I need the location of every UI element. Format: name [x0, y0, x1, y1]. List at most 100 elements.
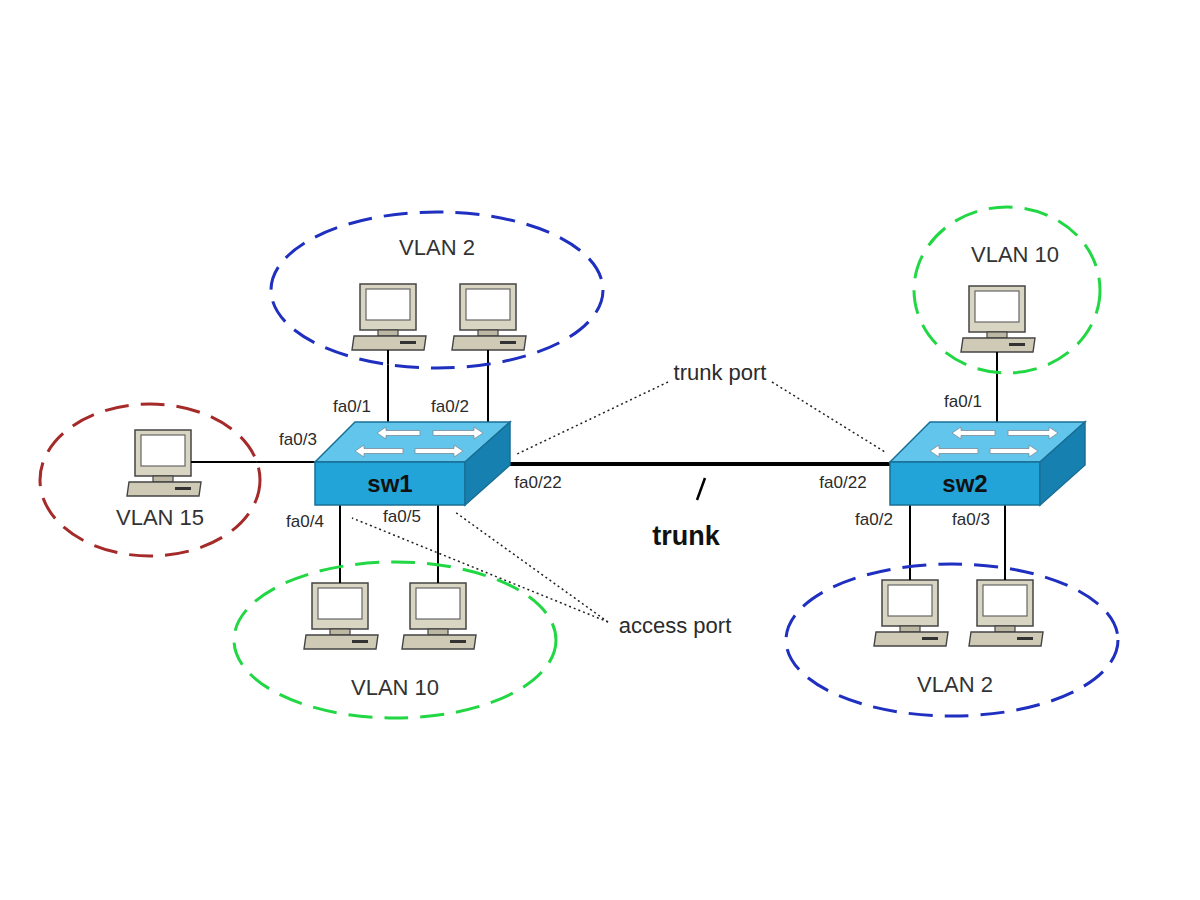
monitor-stand — [995, 626, 1015, 632]
vlan-group: VLAN 2 — [784, 562, 1120, 718]
monitor — [410, 583, 466, 629]
vlan-outline — [786, 564, 1118, 716]
switch-arrow — [355, 445, 403, 457]
cable-stub — [909, 566, 911, 580]
access-cable — [1004, 505, 1006, 568]
drive-slot — [1009, 343, 1025, 346]
computer-base — [874, 632, 948, 646]
cable-stub — [437, 565, 439, 583]
computer-icon — [127, 430, 201, 496]
switch-arrow — [433, 427, 483, 439]
port-label: fa0/1 — [333, 397, 371, 417]
network-switch: sw1 — [315, 420, 510, 507]
screen — [888, 585, 932, 616]
vlan-ellipse — [912, 205, 1102, 375]
monitor — [460, 284, 516, 330]
monitor-stand — [428, 629, 448, 635]
computer-base — [969, 632, 1043, 646]
vlan-name: VLAN 10 — [351, 675, 439, 700]
switch-arrow — [990, 445, 1038, 457]
leader-line — [772, 382, 885, 452]
switch-front — [315, 462, 465, 505]
vlan-outline — [271, 212, 603, 368]
cable-stub — [487, 350, 489, 364]
port-label: fa0/2 — [855, 510, 893, 530]
computer-base — [402, 635, 476, 649]
vlan-group: VLAN 10 — [912, 205, 1102, 375]
port-label: fa0/22 — [819, 473, 866, 493]
computer-icon — [874, 580, 948, 646]
computer-icon — [352, 284, 426, 350]
vlan-ellipse — [38, 402, 262, 558]
screen — [975, 291, 1019, 322]
vlan-ellipse — [269, 210, 605, 370]
leader-line — [352, 518, 608, 622]
drive-slot — [352, 640, 368, 643]
access-cable — [487, 364, 489, 424]
access-cable — [996, 373, 998, 424]
port-label: fa0/3 — [952, 510, 990, 530]
computer-base — [127, 482, 201, 496]
callout-label: access port — [619, 613, 732, 638]
access-cable — [387, 365, 389, 424]
monitor-stand — [478, 330, 498, 336]
monitor — [360, 284, 416, 330]
cable-stub — [387, 350, 389, 365]
monitor — [977, 580, 1033, 626]
access-cable — [437, 505, 439, 565]
leader-line — [515, 382, 668, 455]
vlan-name: VLAN 15 — [116, 505, 204, 530]
vlan-group: VLAN 2 — [269, 210, 605, 370]
switch-arrow — [377, 427, 420, 439]
port-label: fa0/2 — [431, 397, 469, 417]
computer-icon — [969, 580, 1043, 646]
screen — [141, 435, 185, 466]
port-label: fa0/4 — [286, 512, 324, 532]
vlan-outline — [914, 207, 1100, 373]
drive-slot — [500, 341, 516, 344]
port-label: fa0/22 — [514, 473, 561, 493]
link-label: trunk — [652, 521, 720, 552]
switch-name: sw1 — [367, 470, 412, 498]
port-label: fa0/3 — [279, 430, 317, 450]
computer-icon — [304, 583, 378, 649]
screen — [318, 588, 362, 619]
computer-base — [352, 336, 426, 350]
vlan-name: VLAN 10 — [971, 242, 1059, 267]
port-label: fa0/5 — [383, 507, 421, 527]
switch-front — [890, 462, 1040, 505]
cable-stub — [339, 567, 341, 583]
vlan-outline — [234, 562, 556, 718]
access-cable — [257, 461, 316, 463]
computer-icon — [402, 583, 476, 649]
switch-arrow — [1008, 427, 1058, 439]
switch-arrow — [415, 445, 463, 457]
monitor-stand — [987, 332, 1007, 338]
vlan-name: VLAN 2 — [917, 672, 993, 697]
access-cable — [909, 505, 911, 566]
computer-icon — [961, 286, 1035, 352]
monitor-stand — [153, 476, 173, 482]
computer-base — [304, 635, 378, 649]
screen — [366, 289, 410, 320]
cable-stub — [996, 352, 998, 373]
screen — [983, 585, 1027, 616]
trunk-tick — [697, 478, 705, 500]
switch-name: sw2 — [942, 470, 987, 498]
drive-slot — [1017, 637, 1033, 640]
computer-icon — [452, 284, 526, 350]
screen — [466, 289, 510, 320]
leader-line — [455, 512, 608, 622]
cable-stub — [191, 461, 257, 463]
access-cable — [339, 505, 341, 567]
vlan-group: VLAN 15 — [38, 402, 262, 558]
monitor — [135, 430, 191, 476]
callout-label: trunk port — [674, 360, 767, 385]
vlan-name: VLAN 2 — [399, 235, 475, 260]
computer-base — [452, 336, 526, 350]
monitor — [882, 580, 938, 626]
computer-base — [961, 338, 1035, 352]
drive-slot — [450, 640, 466, 643]
vlan-group: VLAN 10 — [232, 560, 558, 720]
